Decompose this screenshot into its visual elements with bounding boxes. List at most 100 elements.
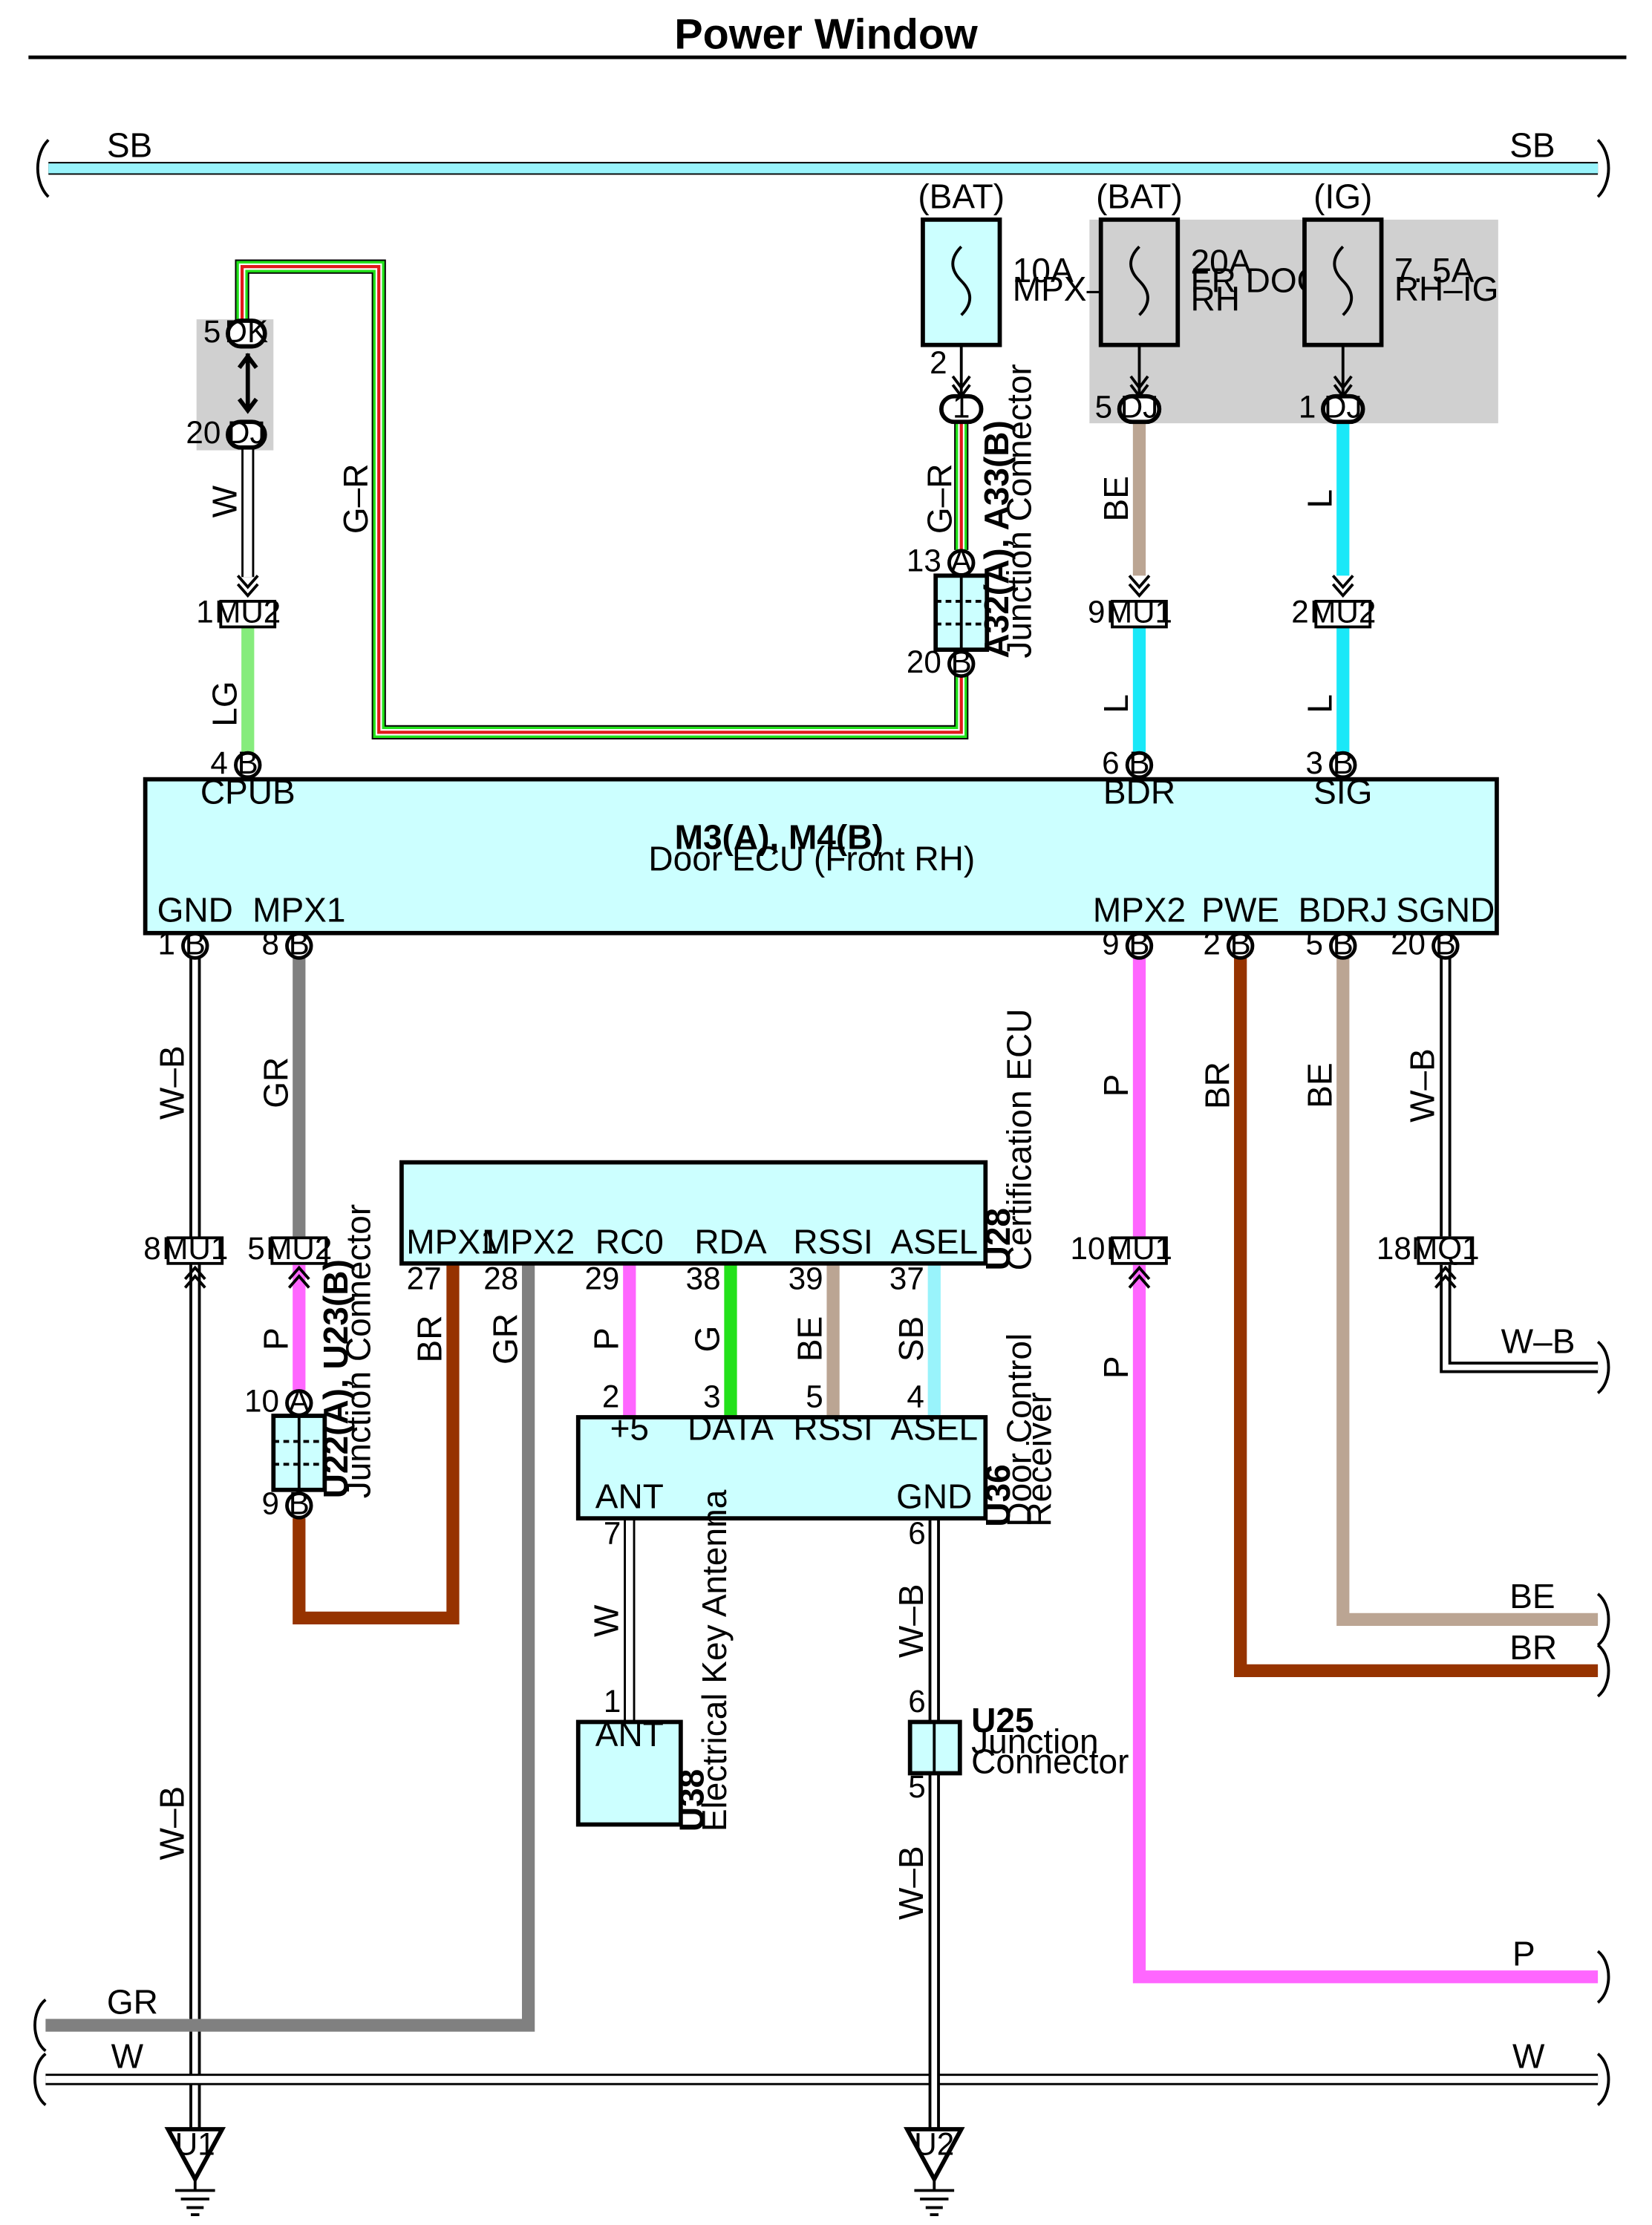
gr-bus-label: GR bbox=[107, 1983, 158, 2022]
pin-20-sgnd: 20 bbox=[1391, 927, 1426, 961]
mu2-lower-chevron bbox=[287, 1265, 310, 1289]
pin-bdrj: B bbox=[1329, 927, 1357, 961]
pin-10-mu1: 10 bbox=[1071, 1231, 1106, 1266]
junction-a32-name: Junction Connector bbox=[1000, 364, 1039, 658]
connector-mu2-top-right: MU2 bbox=[1310, 595, 1376, 630]
ground-u1-icon bbox=[164, 2127, 226, 2217]
svg-text:B: B bbox=[289, 927, 310, 961]
rx-term-gnd: GND bbox=[896, 1477, 972, 1516]
wire-w-b-label-mq1: W–B bbox=[1501, 1322, 1576, 1361]
wire-g-label-rda: G bbox=[688, 1326, 727, 1353]
svg-text:MQ1: MQ1 bbox=[1411, 1231, 1479, 1266]
fuse-7p5a-power-label: (IG) bbox=[1313, 177, 1372, 216]
pin-37-cert: 37 bbox=[889, 1261, 924, 1296]
be-bus-label: BE bbox=[1509, 1577, 1555, 1615]
connector-dj-fuse7p5a: DJ bbox=[1321, 389, 1365, 424]
pin-4-cpub: 4 bbox=[210, 745, 227, 780]
pin-8-mpx1: 8 bbox=[261, 927, 278, 961]
rx-term-ant: ANT bbox=[595, 1477, 664, 1516]
wire-be-label-top: BE bbox=[1097, 476, 1135, 521]
cert-term-rda: RDA bbox=[694, 1222, 766, 1261]
wire-g-r-label-long: G–R bbox=[336, 463, 375, 534]
mu1-right-chevron bbox=[1128, 1265, 1151, 1289]
svg-text:MU1: MU1 bbox=[1106, 1231, 1172, 1266]
dk-dj-short-icon bbox=[237, 353, 258, 414]
sb-bus bbox=[36, 139, 1610, 198]
ground-u2-label: U2 bbox=[914, 2127, 954, 2162]
pin-6-bdr: 6 bbox=[1102, 745, 1119, 780]
wire-w-b-label-sgnd: W–B bbox=[1403, 1048, 1442, 1123]
pin-7-rx: 7 bbox=[604, 1516, 621, 1551]
antenna-term: ANT bbox=[595, 1715, 664, 1754]
mu1-chevron-top bbox=[1128, 575, 1151, 598]
connector-dk: DK bbox=[225, 314, 269, 349]
fuse-20a-power-label: (BAT) bbox=[1096, 177, 1183, 216]
wire-l-label-sig: L bbox=[1300, 694, 1339, 713]
rx-term-data: DATA bbox=[688, 1409, 774, 1448]
u25-code: U25 bbox=[971, 1701, 1034, 1739]
wire-w-dj-mu2 bbox=[236, 447, 259, 598]
w-bus-label-left: W bbox=[111, 2037, 144, 2076]
svg-text:B: B bbox=[289, 1486, 310, 1520]
p-bus-break-icon bbox=[1596, 1950, 1610, 2004]
wire-gr-label-cert: GR bbox=[486, 1313, 524, 1365]
wire-be-bdrj bbox=[1336, 957, 1599, 1626]
cert-term-rssi: RSSI bbox=[793, 1222, 872, 1261]
svg-text:B: B bbox=[1435, 927, 1456, 961]
connector-mq1: MQ1 bbox=[1411, 1231, 1479, 1266]
pin-9-mu1: 9 bbox=[1088, 595, 1105, 630]
pin-8-mu1: 8 bbox=[143, 1231, 160, 1266]
pin-3-sig: 3 bbox=[1305, 745, 1322, 780]
pin-3-rx: 3 bbox=[703, 1379, 720, 1414]
svg-text:A: A bbox=[951, 543, 973, 578]
fuse-7p5a-amp: 7. 5A bbox=[1394, 251, 1475, 290]
connector-dj-fuse20a: DJ bbox=[1117, 389, 1162, 424]
wire-w-b-label-u25: W–B bbox=[892, 1846, 930, 1920]
sb-bus-label-right: SB bbox=[1509, 125, 1555, 164]
pin-27-cert: 27 bbox=[407, 1261, 442, 1296]
wire-l-label-top: L bbox=[1300, 489, 1339, 509]
pin-2-pwe: 2 bbox=[1203, 927, 1220, 961]
wire-p-label-mu1: P bbox=[1097, 1356, 1135, 1379]
pin-gnd: B bbox=[181, 927, 209, 961]
svg-text:B: B bbox=[1333, 745, 1354, 780]
pin-6-rx: 6 bbox=[908, 1516, 925, 1551]
pin-mpx1: B bbox=[285, 927, 313, 961]
cert-term-rc0: RC0 bbox=[595, 1222, 664, 1261]
wire-w-b-label-1: W–B bbox=[152, 1045, 191, 1120]
wire-w-label-dj: W bbox=[205, 485, 244, 517]
pin-4-rx: 4 bbox=[907, 1379, 924, 1414]
pin-5-bdrj: 5 bbox=[1305, 927, 1322, 961]
pin-sig: B bbox=[1329, 745, 1357, 780]
br-bus-label: BR bbox=[1509, 1628, 1557, 1667]
pin-9-mpx2: 9 bbox=[1102, 927, 1119, 961]
rx-term-asel: ASEL bbox=[890, 1409, 978, 1448]
wire-gr-cert-bus bbox=[45, 1264, 535, 2032]
pin-2-fuse10a: 2 bbox=[930, 345, 947, 380]
antenna-box bbox=[575, 1719, 683, 1827]
svg-text:MU1: MU1 bbox=[1106, 595, 1172, 630]
ecu-term-mpx1: MPX1 bbox=[252, 890, 345, 929]
pin-mpx2: B bbox=[1125, 927, 1154, 961]
pin-5-dk: 5 bbox=[203, 314, 221, 349]
wire-w-b-gnd bbox=[183, 957, 206, 2134]
svg-text:MU1: MU1 bbox=[162, 1231, 228, 1266]
pin-38-cert: 38 bbox=[686, 1261, 721, 1296]
door-ecu-code: M3(A), M4(B) bbox=[675, 818, 884, 857]
fuse-10a-box bbox=[921, 217, 1002, 347]
svg-text:B: B bbox=[238, 745, 258, 780]
cert-ecu-box bbox=[399, 1160, 988, 1266]
ecu-term-pwe: PWE bbox=[1201, 890, 1279, 929]
svg-text:B: B bbox=[1333, 927, 1354, 961]
svg-text:MU2: MU2 bbox=[215, 595, 281, 630]
pin-18-mq1: 18 bbox=[1377, 1231, 1411, 1266]
p-bus-label: P bbox=[1512, 1934, 1535, 1973]
fuse-20a-name2: RH bbox=[1191, 280, 1240, 318]
wire-w-b-label-2: W–B bbox=[152, 1786, 191, 1860]
w-bus bbox=[33, 2052, 1610, 2106]
ecu-term-sgnd: SGND bbox=[1396, 890, 1495, 929]
wire-be-label-bdrj: BE bbox=[1300, 1062, 1339, 1108]
pin-5-dj-fuse20a: 5 bbox=[1095, 389, 1112, 424]
pin-9-u22: 9 bbox=[261, 1486, 278, 1520]
